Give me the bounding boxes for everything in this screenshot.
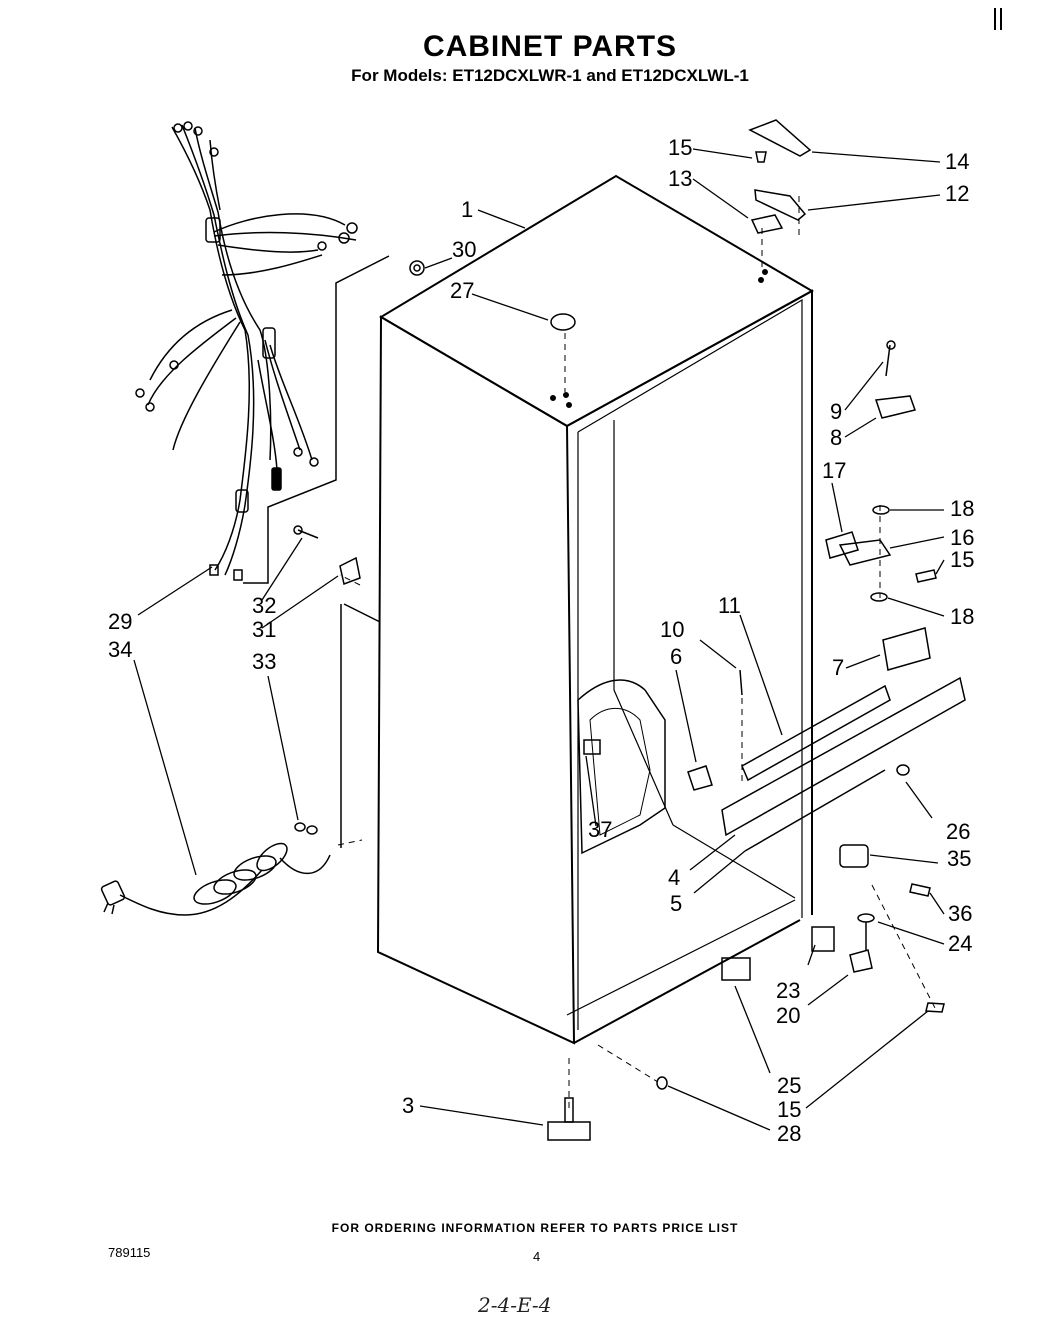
cabinet-body <box>376 174 815 1045</box>
callout-18-bottom: 18 <box>950 604 974 629</box>
callout-15-right: 15 <box>950 547 974 572</box>
callout-32: 32 <box>252 593 276 618</box>
handwritten-note: 2-4-E-4 <box>478 1293 552 1317</box>
callout-15-top: 15 <box>668 135 692 160</box>
page-number: 4 <box>533 1249 541 1264</box>
callout-36: 36 <box>948 901 972 926</box>
hardware-parts <box>293 119 966 1141</box>
callout-25: 25 <box>777 1073 801 1098</box>
callout-35: 35 <box>947 846 971 871</box>
callout-26: 26 <box>946 819 970 844</box>
callout-14: 14 <box>945 149 969 174</box>
models-subtitle: For Models: ET12DCXLWR-1 and ET12DCXLWL-… <box>351 66 749 85</box>
callout-20: 20 <box>776 1003 800 1028</box>
document-number: 789115 <box>108 1245 151 1260</box>
callout-33: 33 <box>252 649 276 674</box>
dashed-guides <box>337 196 936 1108</box>
callout-6: 6 <box>670 644 682 669</box>
callout-17: 17 <box>822 458 846 483</box>
callout-34: 34 <box>108 637 132 662</box>
callout-9: 9 <box>830 399 842 424</box>
callout-3: 3 <box>402 1093 414 1118</box>
callout-30: 30 <box>452 237 476 262</box>
callout-31: 31 <box>252 617 276 642</box>
ordering-info-note: FOR ORDERING INFORMATION REFER TO PARTS … <box>331 1221 739 1235</box>
callout-28: 28 <box>777 1121 801 1146</box>
callout-29: 29 <box>108 609 132 634</box>
callout-10: 10 <box>660 617 684 642</box>
scan-edge-mark <box>994 8 1002 30</box>
callout-13: 13 <box>668 166 692 191</box>
page-title: CABINET PARTS <box>422 30 678 63</box>
leader-lines <box>133 148 945 1131</box>
callout-labels: 1 3 4 5 6 7 8 9 10 11 12 13 14 15 15 15 … <box>108 135 974 1146</box>
callout-23: 23 <box>776 978 800 1003</box>
callout-27: 27 <box>450 278 474 303</box>
wiring-harness <box>135 121 358 581</box>
callout-5: 5 <box>670 891 682 916</box>
power-cord <box>100 842 331 916</box>
callout-8: 8 <box>830 425 842 450</box>
harness-outline <box>243 255 390 848</box>
callout-16: 16 <box>950 525 974 550</box>
callout-11: 11 <box>718 593 741 618</box>
callout-1: 1 <box>461 197 473 222</box>
callout-37: 37 <box>588 817 612 842</box>
callout-12: 12 <box>945 181 969 206</box>
callout-18-top: 18 <box>950 496 974 521</box>
callout-15-bottom: 15 <box>777 1097 801 1122</box>
callout-24: 24 <box>948 931 972 956</box>
callout-7: 7 <box>832 655 844 680</box>
callout-4: 4 <box>668 865 680 890</box>
